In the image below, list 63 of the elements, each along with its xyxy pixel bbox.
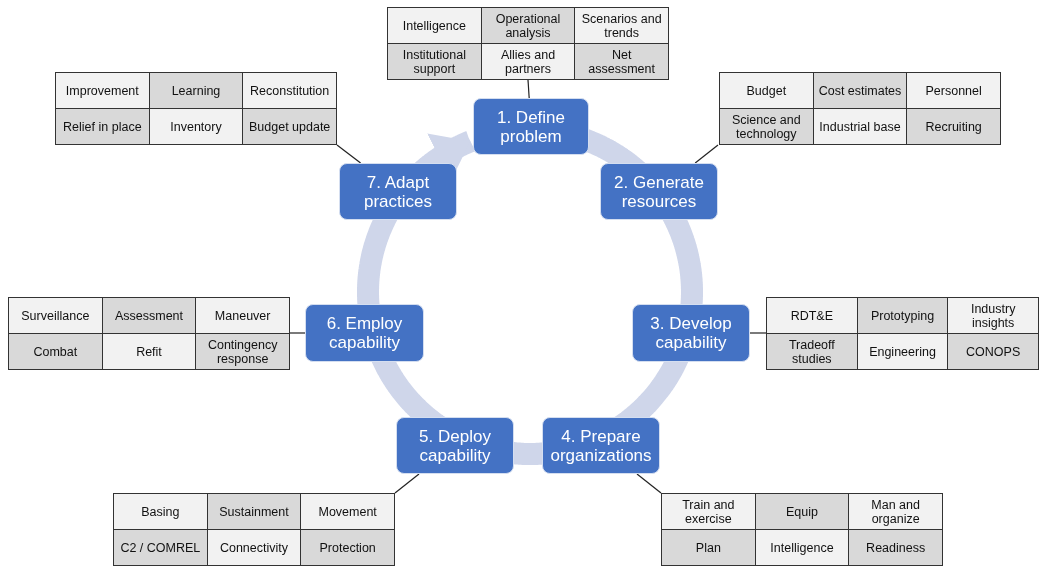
step-box: 3. Develop capability (632, 304, 750, 362)
table-cell: Maneuver (196, 298, 289, 333)
step-box: 1. Define problem (473, 98, 589, 155)
table-cell: Train and exercise (662, 494, 755, 529)
table-cell: Inventory (149, 109, 243, 144)
table-cell: Movement (301, 494, 394, 529)
table-cell: Man and organize (849, 494, 942, 529)
table-cell: Tradeoff studies (767, 334, 857, 369)
table-cell: Refit (102, 334, 196, 369)
table-cell: Budget (720, 73, 813, 108)
leader-line (749, 332, 767, 334)
leader-line (336, 144, 362, 164)
step-box: 2. Generate resources (600, 163, 718, 220)
table-cell: Relief in place (56, 109, 149, 144)
table-cell: Combat (9, 334, 102, 369)
topic-table (55, 72, 337, 145)
table-cell: Readiness (849, 530, 942, 565)
leader-line (394, 473, 420, 494)
step-box: 4. Prepare organizations (542, 417, 660, 474)
table-cell: CONOPS (948, 334, 1038, 369)
table-cell: Intelligence (388, 8, 481, 43)
leader-line (289, 332, 306, 334)
topic-table (766, 297, 1039, 370)
table-cell: Prototyping (857, 298, 948, 333)
table-cell: Industrial base (813, 109, 907, 144)
table-cell: Allies and partners (481, 44, 575, 79)
step-box: 6. Employ capability (305, 304, 424, 362)
table-cell: C2 / COMREL (114, 530, 207, 565)
leader-line (694, 144, 719, 164)
table-cell: Intelligence (755, 530, 849, 565)
table-cell: Learning (149, 73, 243, 108)
table-cell: Improvement (56, 73, 149, 108)
table-cell: Operational analysis (481, 8, 575, 43)
table-cell: Plan (662, 530, 755, 565)
step-box: 7. Adapt practices (339, 163, 457, 220)
table-cell: Science and technology (720, 109, 813, 144)
topic-table (8, 297, 290, 370)
table-cell: Institutional support (388, 44, 481, 79)
table-cell: Engineering (857, 334, 948, 369)
table-cell: Surveillance (9, 298, 102, 333)
table-cell: Basing (114, 494, 207, 529)
table-cell: Equip (755, 494, 849, 529)
topic-table (661, 493, 943, 566)
topic-table (719, 72, 1001, 145)
table-cell: Connectivity (207, 530, 301, 565)
table-cell: Budget update (243, 109, 336, 144)
table-cell: Recruiting (907, 109, 1000, 144)
table-cell: Reconstitution (243, 73, 336, 108)
leader-line (636, 473, 662, 494)
table-cell: Personnel (907, 73, 1000, 108)
topic-table (387, 7, 669, 80)
step-box: 5. Deploy capability (396, 417, 514, 474)
table-cell: Scenarios and trends (575, 8, 668, 43)
table-cell: RDT&E (767, 298, 857, 333)
topic-table (113, 493, 395, 566)
table-cell: Contingency response (196, 334, 289, 369)
table-cell: Protection (301, 530, 394, 565)
table-cell: Sustainment (207, 494, 301, 529)
leader-line (527, 79, 530, 99)
table-cell: Cost estimates (813, 73, 907, 108)
table-cell: Assessment (102, 298, 196, 333)
table-cell: Industry insights (948, 298, 1038, 333)
table-cell: Net assessment (575, 44, 668, 79)
